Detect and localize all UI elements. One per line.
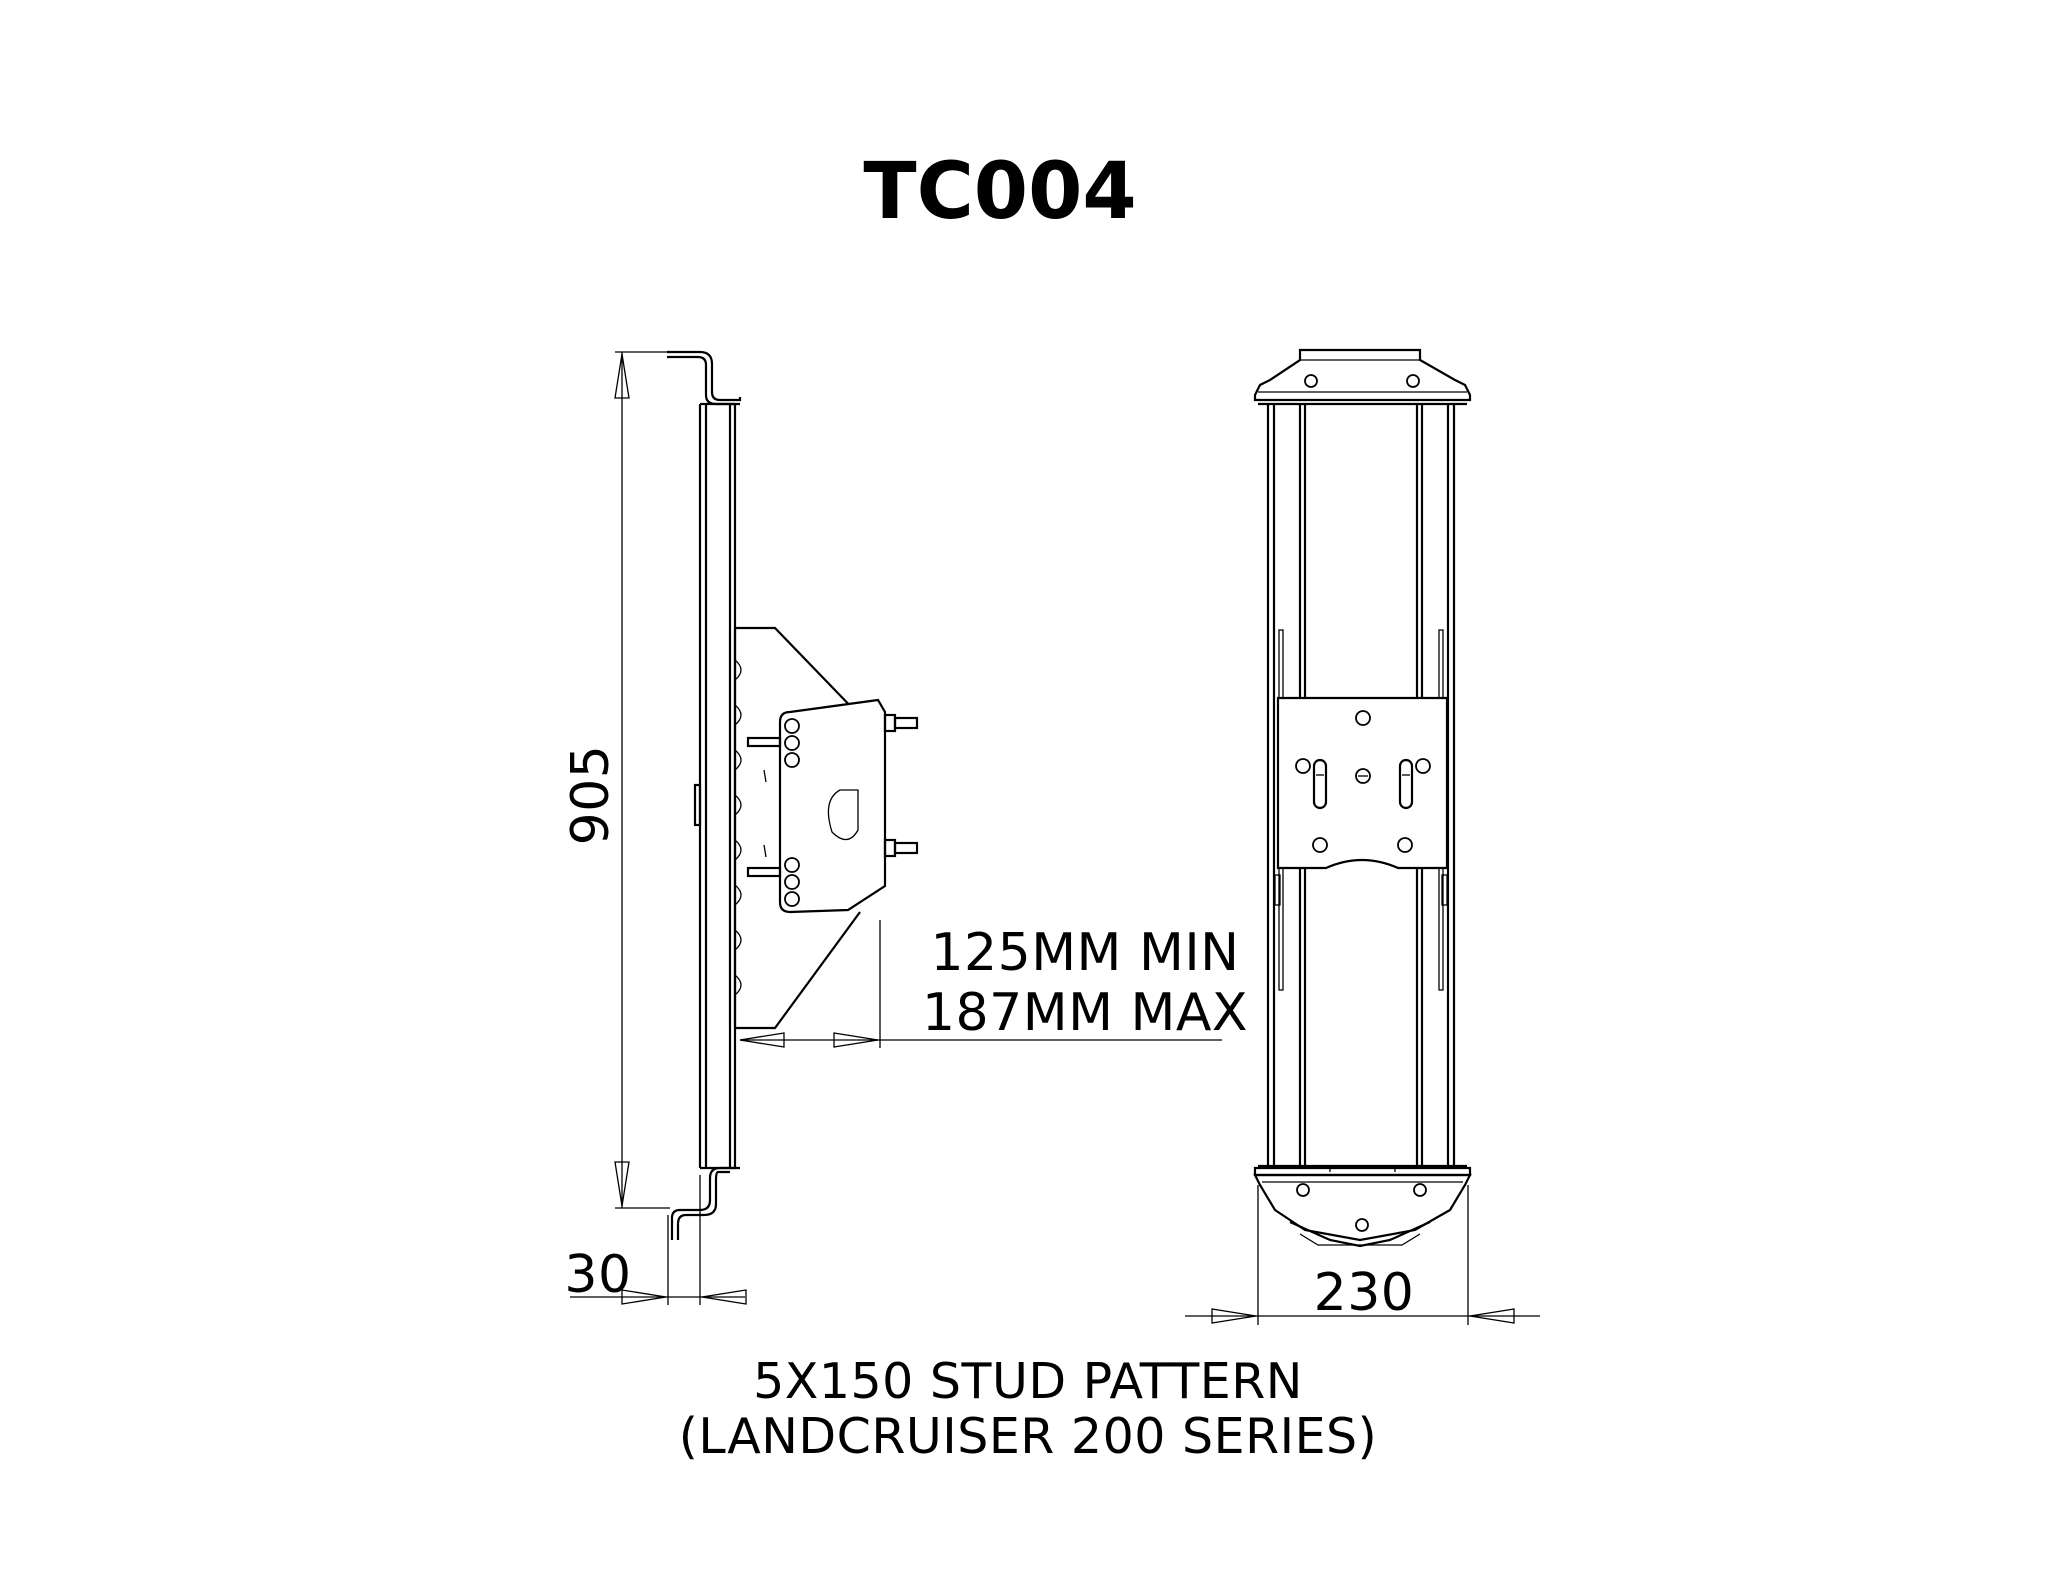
dimension-width-label: 230	[1314, 1263, 1415, 1323]
side-view	[667, 350, 919, 1240]
note-stud-pattern: 5X150 STUD PATTERN	[753, 1353, 1303, 1410]
dimension-adjust-max-label: 187MM MAX	[922, 983, 1248, 1043]
front-view	[1253, 348, 1472, 1248]
drawing-title: TC004	[863, 147, 1136, 237]
dimension-adjust-min-label: 125MM MIN	[930, 923, 1239, 983]
dimension-height-label: 905	[561, 745, 621, 846]
dimension-offset-label: 30	[564, 1245, 631, 1305]
note-vehicle: (LANDCRUISER 200 SERIES)	[679, 1408, 1378, 1465]
dimension-lines	[570, 351, 1540, 1325]
